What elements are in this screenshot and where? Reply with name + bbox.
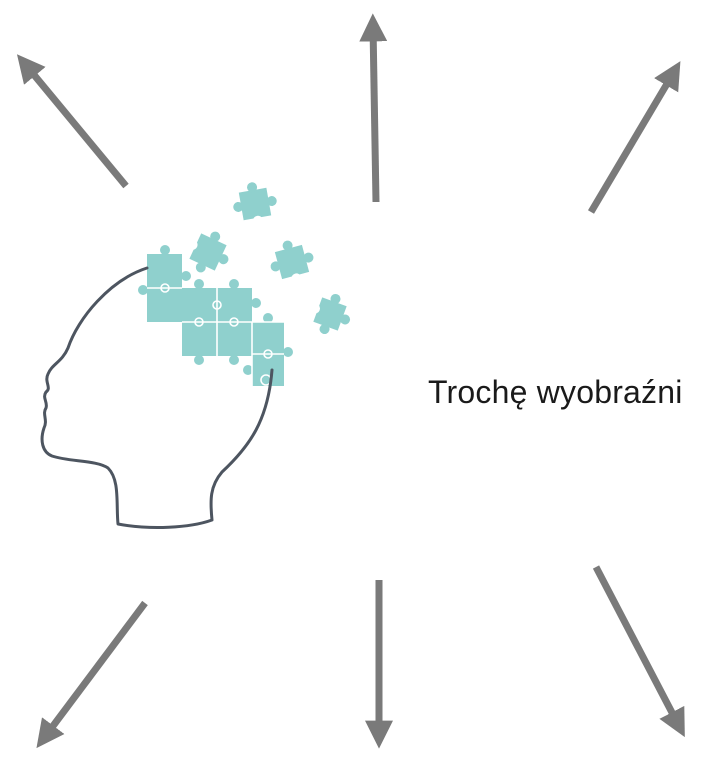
- arrow-bottom-left: [36, 600, 148, 749]
- head-outline: [40, 266, 274, 529]
- caption-text: Trochę wyobraźni: [428, 374, 683, 410]
- floating-puzzle-piece-4: [309, 293, 351, 335]
- arrow-top-center: [359, 13, 388, 203]
- puzzle-cuts: [147, 283, 284, 386]
- arrow-top-right: [587, 61, 681, 214]
- head-with-puzzle-pieces-icon: [40, 182, 351, 529]
- floating-puzzle-piece-3: [270, 240, 314, 284]
- arrow-bottom-right: [592, 565, 685, 738]
- floating-puzzle-piece-2: [187, 231, 229, 273]
- arrow-top-left: [16, 54, 129, 189]
- floating-puzzle-piece-1: [233, 182, 277, 226]
- arrows: [16, 13, 685, 749]
